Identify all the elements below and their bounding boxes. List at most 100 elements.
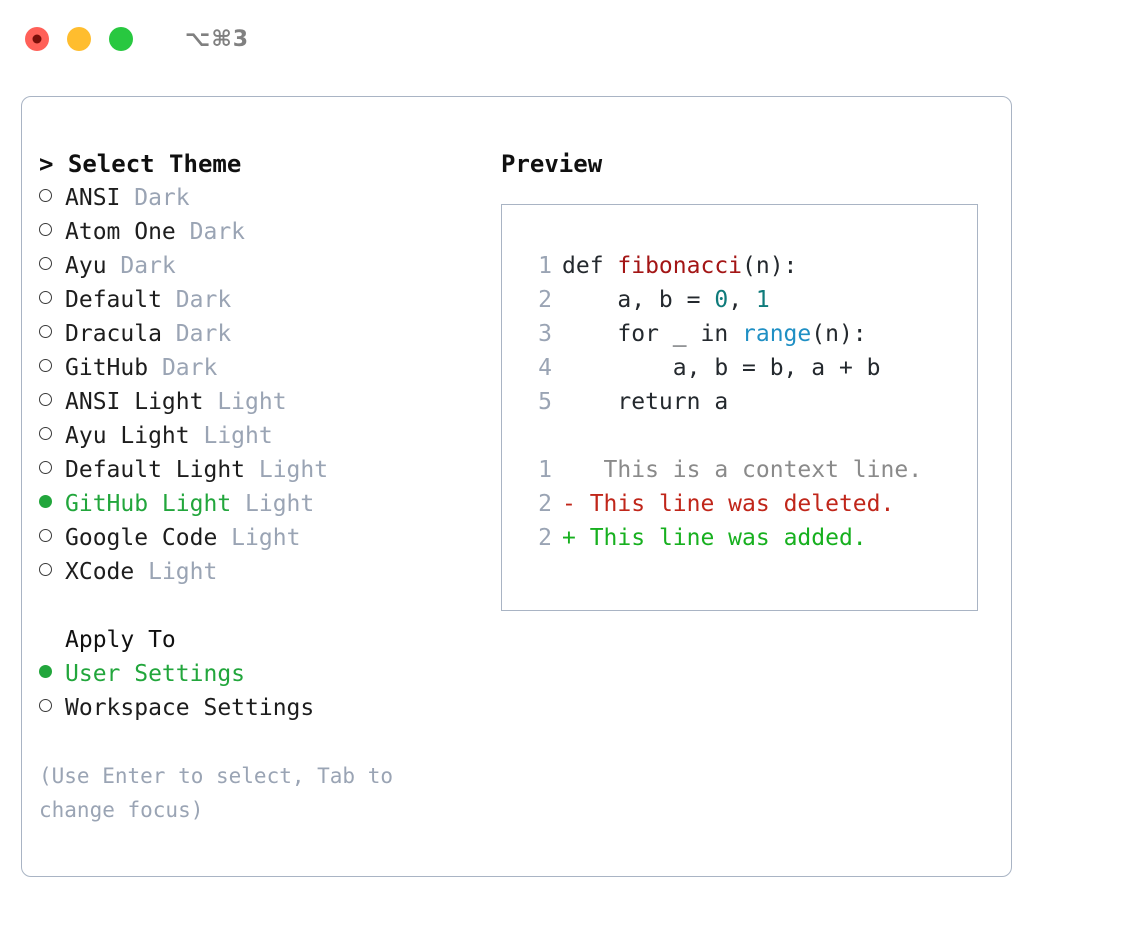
theme-option-variant-tag: Light <box>203 389 287 415</box>
window-controls <box>25 27 133 51</box>
radio-unselected-icon[interactable] <box>39 317 65 351</box>
radio-dot <box>39 461 52 474</box>
theme-option-variant-tag: Light <box>217 525 301 551</box>
code-token-plain: (n): <box>811 321 867 347</box>
radio-unselected-icon[interactable] <box>39 385 65 419</box>
theme-option-ansi-light[interactable]: ANSI Light Light <box>39 385 489 419</box>
theme-option-variant-tag: Dark <box>161 287 232 313</box>
keyboard-hint-text: (Use Enter to select, Tab to change focu… <box>39 764 406 822</box>
code-token-num: 1 <box>755 287 770 313</box>
preview-title: Preview <box>501 150 603 178</box>
minimize-button[interactable] <box>67 27 91 51</box>
apply-to-header: Apply To <box>65 627 176 653</box>
select-theme-header: > Select Theme <box>39 150 242 178</box>
radio-unselected-icon[interactable] <box>39 555 65 589</box>
code-line-content: for _ in range(n): <box>562 317 867 351</box>
code-line-number: 3 <box>538 321 552 347</box>
diff-line-text: This is a context line. <box>575 457 923 483</box>
theme-option-label: Ayu <box>65 253 107 279</box>
preview-box: 1 def fibonacci(n):2 a, b = 0, 1 3 for _ i… <box>501 204 978 611</box>
theme-option-ansi[interactable]: ANSI Dark <box>39 181 489 215</box>
theme-option-label: XCode <box>65 559 135 585</box>
code-token-fn: fibonacci <box>617 253 743 279</box>
theme-option-github-light[interactable]: GitHub Light Light <box>39 487 489 521</box>
diff-line-number: 2 <box>538 525 552 551</box>
radio-unselected-icon[interactable] <box>39 181 65 215</box>
radio-selected-icon[interactable] <box>39 657 65 691</box>
diff-line-number: 1 <box>538 457 552 483</box>
theme-option-variant-tag: Light <box>245 457 329 483</box>
diff-line-text: This line was deleted. <box>575 491 895 517</box>
code-sample: 1 def fibonacci(n):2 a, b = 0, 1 3 for _ i… <box>522 249 977 419</box>
radio-unselected-icon[interactable] <box>39 691 65 725</box>
theme-option-atom-one[interactable]: Atom One Dark <box>39 215 489 249</box>
apply-to-option-workspace-settings[interactable]: Workspace Settings <box>39 691 489 725</box>
radio-dot <box>39 563 52 576</box>
code-token-builtin: range <box>742 321 812 347</box>
theme-option-variant-tag: Dark <box>148 355 218 381</box>
theme-option-default[interactable]: Default Dark <box>39 283 489 317</box>
code-line: 2 a, b = 0, 1 <box>522 283 977 317</box>
theme-option-variant-tag: Dark <box>120 185 190 211</box>
close-button[interactable] <box>25 27 49 51</box>
radio-unselected-icon[interactable] <box>39 419 65 453</box>
radio-unselected-icon[interactable] <box>39 521 65 555</box>
theme-option-variant-tag: Light <box>134 559 218 585</box>
theme-option-label: Default <box>65 287 162 313</box>
code-line-number: 4 <box>538 355 552 381</box>
theme-option-google-code[interactable]: Google Code Light <box>39 521 489 555</box>
theme-option-label: GitHub <box>65 355 149 381</box>
theme-option-label: Ayu Light <box>65 423 190 449</box>
code-line: 1 def fibonacci(n): <box>522 249 977 283</box>
theme-option-variant-tag: Dark <box>175 219 246 245</box>
radio-unselected-icon[interactable] <box>39 283 65 317</box>
diff-sign <box>562 453 576 487</box>
radio-dot <box>39 393 52 406</box>
radio-unselected-icon[interactable] <box>39 351 65 385</box>
code-line-content: def fibonacci(n): <box>562 249 797 283</box>
radio-dot <box>39 189 52 202</box>
maximize-button[interactable] <box>109 27 133 51</box>
theme-option-variant-tag: Light <box>189 423 273 449</box>
theme-option-github[interactable]: GitHub Dark <box>39 351 489 385</box>
code-line-content: a, b = b, a + b <box>562 351 881 385</box>
radio-unselected-icon[interactable] <box>39 215 65 249</box>
code-line-content: return a <box>562 385 728 419</box>
code-line-number: 2 <box>538 287 552 313</box>
radio-dot <box>39 427 52 440</box>
radio-selected-icon[interactable] <box>39 487 65 521</box>
apply-to-option-user-settings[interactable]: User Settings <box>39 657 489 691</box>
theme-option-default-light[interactable]: Default Light Light <box>39 453 489 487</box>
code-diff-spacer <box>522 419 977 453</box>
radio-dot <box>39 223 52 236</box>
code-token-plain: return a <box>562 389 729 415</box>
diff-sign: + <box>562 525 576 551</box>
radio-dot <box>39 699 52 712</box>
theme-option-label: Dracula <box>65 321 162 347</box>
window-titlebar: ⌥⌘3 <box>0 0 1140 78</box>
radio-dot <box>39 325 52 338</box>
radio-unselected-icon[interactable] <box>39 249 65 283</box>
theme-option-xcode[interactable]: XCode Light <box>39 555 489 589</box>
code-token-plain: for _ in <box>562 321 743 347</box>
code-line: 4 a, b = b, a + b <box>522 351 977 385</box>
code-line-number: 1 <box>538 253 552 279</box>
theme-option-variant-tag: Dark <box>106 253 176 279</box>
theme-option-label: ANSI Light <box>65 389 204 415</box>
radio-dot <box>39 495 52 508</box>
apply-to-option-label: User Settings <box>65 661 246 687</box>
theme-option-ayu-light[interactable]: Ayu Light Light <box>39 419 489 453</box>
radio-unselected-icon[interactable] <box>39 453 65 487</box>
theme-option-ayu[interactable]: Ayu Dark <box>39 249 489 283</box>
theme-option-dracula[interactable]: Dracula Dark <box>39 317 489 351</box>
apply-to-option-label: Workspace Settings <box>65 695 315 721</box>
preview-pane: Preview 1 def fibonacci(n):2 a, b = 0, 1 3… <box>501 147 991 611</box>
diff-line-add: 2+ This line was added. <box>522 521 977 555</box>
code-line-number: 5 <box>538 389 552 415</box>
diff-sample: 1 This is a context line.2- This line wa… <box>522 453 977 555</box>
radio-dot <box>39 665 52 678</box>
